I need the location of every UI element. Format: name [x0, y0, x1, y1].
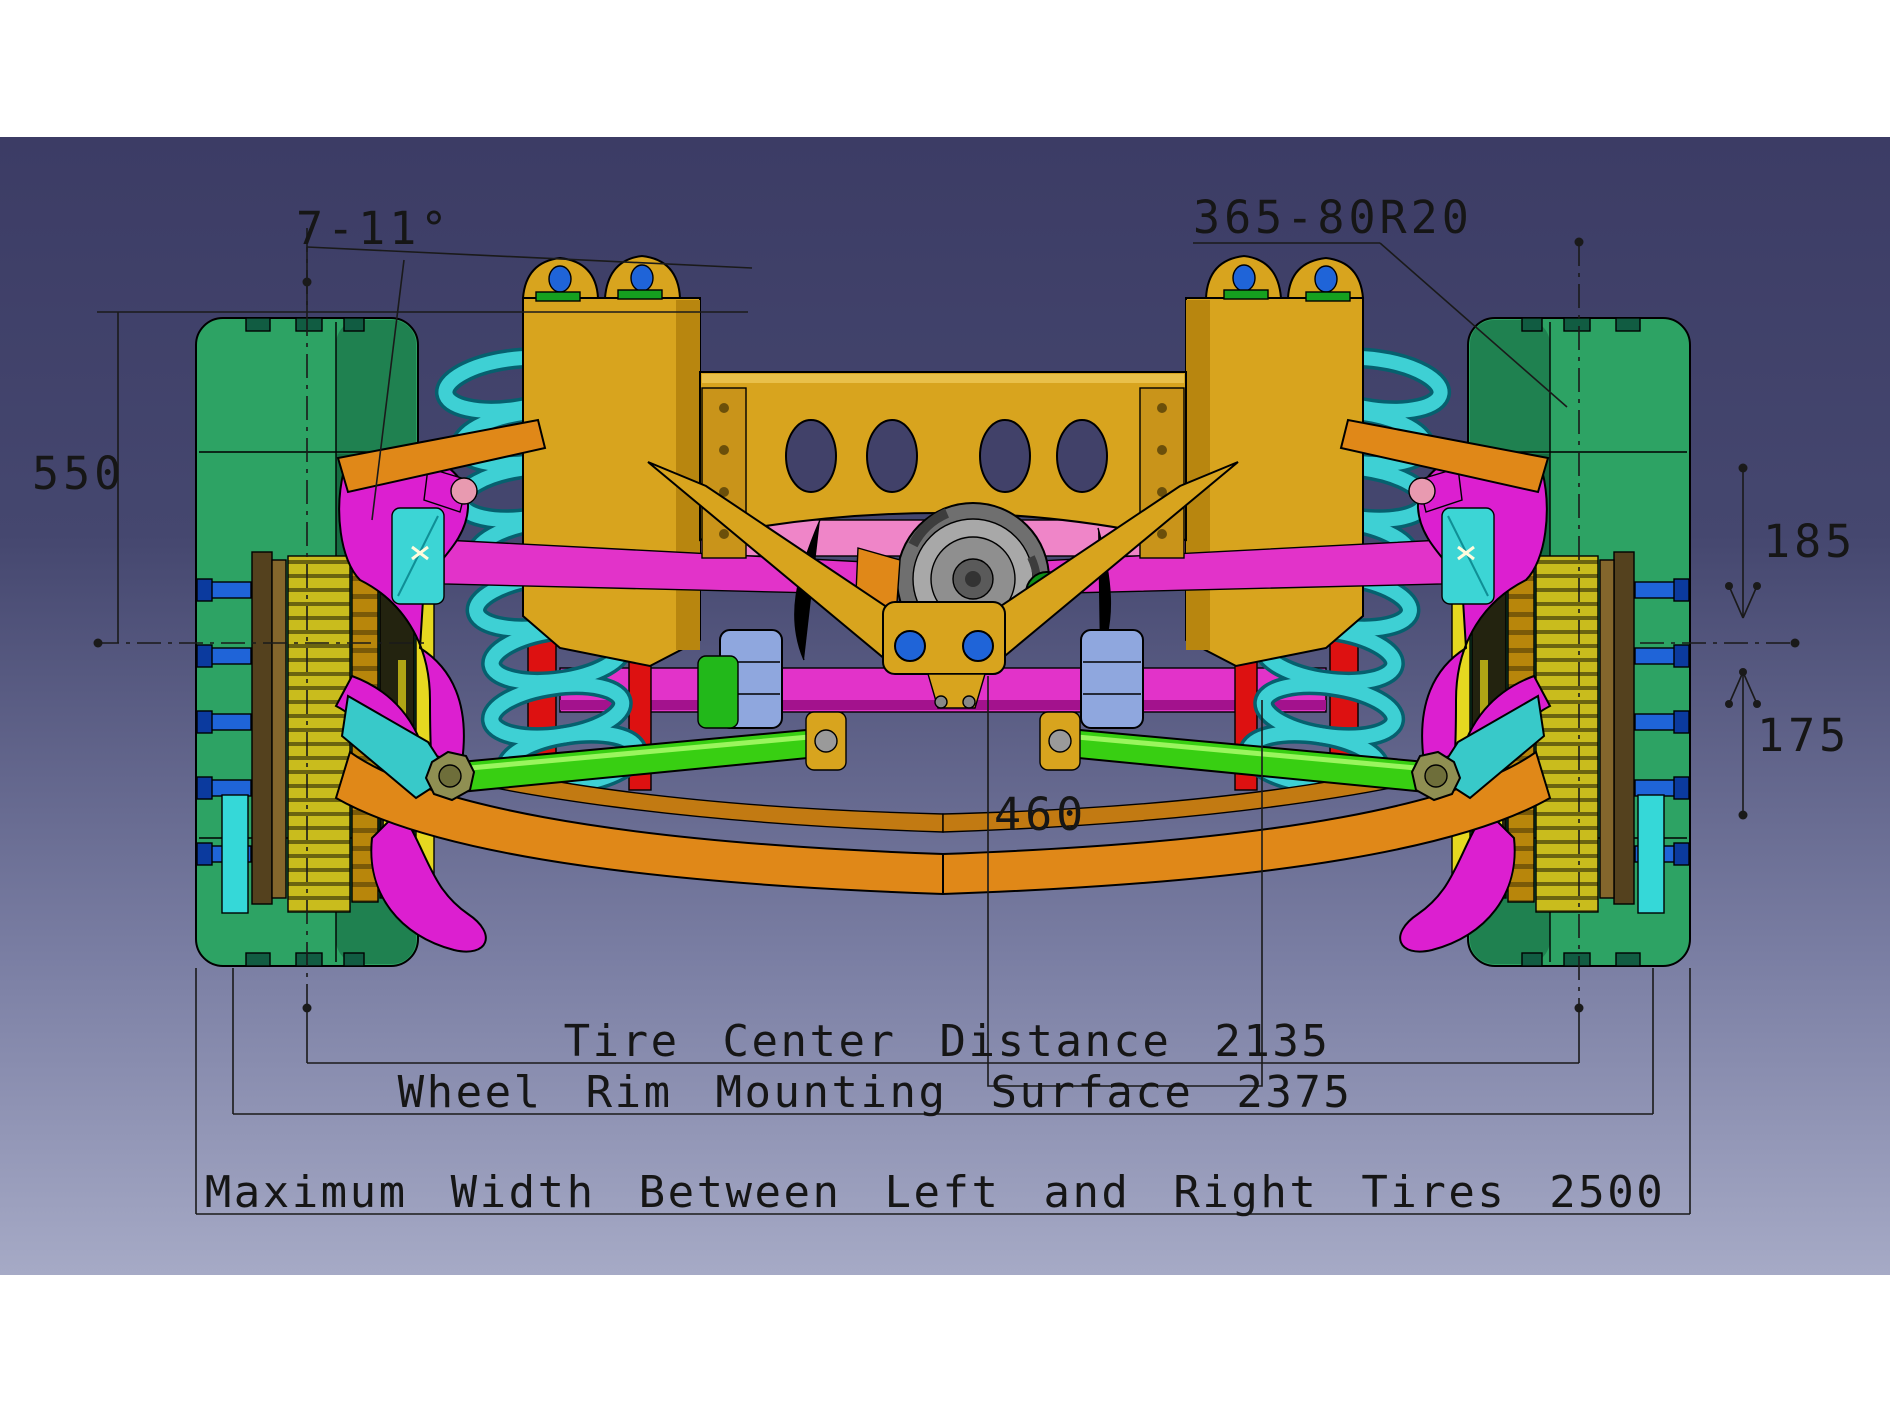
upper-control-arm	[1339, 418, 1550, 494]
dim-kingpin-angle: 7-11°	[296, 202, 753, 521]
tie-rod	[340, 694, 847, 802]
crossmember	[699, 371, 1187, 559]
dim-460-label: 460	[994, 788, 1087, 841]
dimension-annotations: 550 7-11° 365-80R20 185	[32, 191, 1856, 1218]
dim-175: 175	[1725, 668, 1850, 820]
dim-tire-center-distance: Tire Center Distance 2135	[302, 1003, 1584, 1067]
v-control-arm	[647, 461, 1239, 729]
canvas-bottom-band	[0, 1275, 1890, 1417]
dim-185: 185	[1725, 463, 1856, 619]
dim-550: 550	[32, 311, 748, 643]
right-wheel-assembly	[942, 254, 1691, 967]
wheel-bolts	[196, 578, 252, 866]
lightening-holes	[785, 419, 1108, 493]
canvas-top-band	[0, 0, 1890, 137]
spring-tower	[521, 254, 701, 668]
spring-tower	[1185, 254, 1365, 668]
cv-joint-disc	[391, 507, 445, 605]
tire-spec-callout: 365-80R20	[1193, 191, 1568, 408]
tie-rod	[1039, 694, 1546, 802]
dim-460: 460	[987, 676, 1263, 1087]
upper-control-arm	[336, 418, 547, 494]
max-width-label: Maximum Width Between Left and Right Tir…	[205, 1167, 1666, 1218]
cv-joint-disc	[1441, 507, 1495, 605]
dim-max-width: Maximum Width Between Left and Right Tir…	[195, 968, 1691, 1218]
rim-mounting-label: Wheel Rim Mounting Surface 2375	[398, 1067, 1353, 1118]
tire-center-distance-label: Tire Center Distance 2135	[564, 1016, 1331, 1067]
dim-rim-mounting-surface: Wheel Rim Mounting Surface 2375	[232, 968, 1654, 1118]
dim-185-label: 185	[1763, 515, 1856, 568]
dim-550-label: 550	[32, 447, 125, 500]
dim-175-label: 175	[1757, 709, 1850, 762]
tire-spec-label: 365-80R20	[1193, 191, 1473, 244]
angle-label: 7-11°	[296, 202, 451, 255]
left-wheel-assembly	[195, 254, 944, 967]
